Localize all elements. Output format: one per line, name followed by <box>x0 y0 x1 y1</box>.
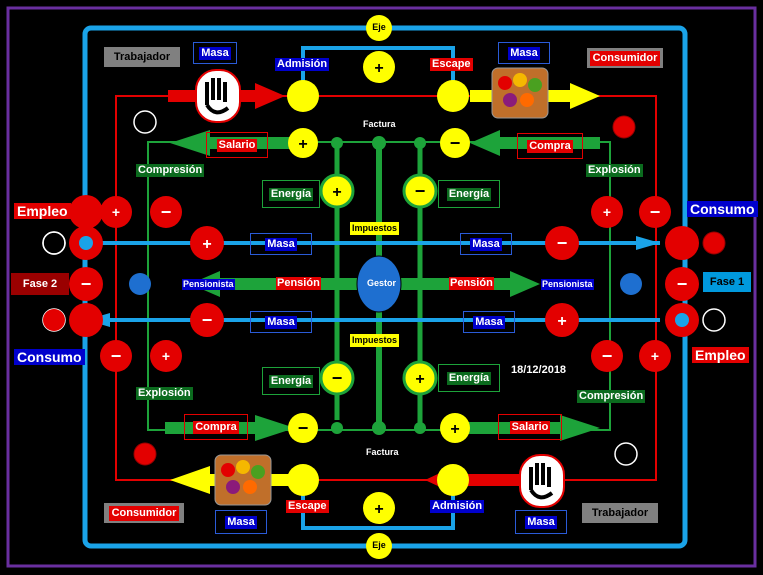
svg-text:−: − <box>677 274 688 294</box>
consumidor-top-right: Consumidor <box>589 50 661 66</box>
energia-bottom-right-label: Energía <box>446 371 492 385</box>
masa-bottom-right: Masa <box>525 515 557 529</box>
svg-text:+: + <box>557 313 566 330</box>
svg-text:−: − <box>450 133 461 153</box>
outer-frame <box>6 6 757 568</box>
svg-text:−: − <box>81 274 92 294</box>
svg-text:−: − <box>332 368 343 388</box>
factura-bottom-label: Factura <box>366 447 399 457</box>
svg-text:−: − <box>650 202 661 222</box>
date-label: 18/12/2018 <box>511 364 567 376</box>
masa-mid-left-bottom: Masa <box>265 315 297 329</box>
pension-right-label: Pensión <box>449 277 494 290</box>
svg-text:+: + <box>603 204 611 220</box>
compra-top-label: Compra <box>527 139 573 153</box>
energia-top-left-label: Energía <box>268 187 314 201</box>
svg-text:+: + <box>332 184 341 201</box>
svg-text:−: − <box>111 346 122 366</box>
pensionista-right-label: Pensionista <box>541 279 594 290</box>
pensionista-left-label: Pensionista <box>182 279 235 290</box>
compresion-top-left-label: Compresión <box>136 164 205 177</box>
pension-left-label: Pensión <box>276 277 321 290</box>
energia-top-right-label: Energía <box>446 187 492 201</box>
escape-top-label: Escape <box>430 58 473 71</box>
svg-text:+: + <box>450 421 459 438</box>
compresion-bottom-right-label: Compresión <box>577 390 646 403</box>
svg-text:+: + <box>374 501 383 518</box>
masa-mid-right-top: Masa <box>470 237 502 251</box>
eje-bottom-label: Eje <box>368 539 390 552</box>
svg-text:+: + <box>298 136 307 153</box>
consumo-left-label: Consumo <box>14 349 85 365</box>
fase1-label: Fase 1 <box>703 272 751 292</box>
svg-text:−: − <box>161 202 172 222</box>
masa-top-right: Masa <box>508 46 540 60</box>
admision-top-label: Admisión <box>275 58 330 71</box>
masa-mid-left-top: Masa <box>265 237 297 251</box>
empleo-left-label: Empleo <box>14 203 71 219</box>
trabajador-top-left: Trabajador <box>104 47 180 67</box>
masa-bottom-left: Masa <box>225 515 257 529</box>
gestor-label: Gestor <box>367 278 397 288</box>
svg-text:−: − <box>298 418 309 438</box>
svg-text:+: + <box>162 348 170 364</box>
factura-top-label: Factura <box>363 119 396 129</box>
salario-bottom-label: Salario <box>509 420 551 434</box>
svg-text:+: + <box>415 371 424 388</box>
salario-top-label: Salario <box>216 138 258 152</box>
svg-text:−: − <box>557 233 568 253</box>
svg-text:+: + <box>651 348 659 364</box>
compra-bottom-label: Compra <box>193 420 239 434</box>
empleo-right-label: Empleo <box>692 347 749 363</box>
masa-mid-right-bottom: Masa <box>473 315 505 329</box>
admision-bottom-label: Admisión <box>430 500 485 513</box>
impuestos-bottom-label: Impuestos <box>350 334 400 347</box>
svg-text:−: − <box>602 346 613 366</box>
explosion-top-right-label: Explosión <box>586 164 643 177</box>
escape-bottom-label: Escape <box>286 500 329 513</box>
consumo-right-label: Consumo <box>687 201 758 217</box>
eje-top-label: Eje <box>368 21 390 34</box>
masa-top-left: Masa <box>199 46 231 60</box>
svg-text:−: − <box>415 181 426 201</box>
fase2-label: Fase 2 <box>11 273 69 295</box>
svg-text:+: + <box>374 60 383 77</box>
trabajador-bottom-right: Trabajador <box>582 503 658 523</box>
consumidor-bottom-left: Consumidor <box>108 505 180 521</box>
energia-bottom-left-label: Energía <box>268 374 314 388</box>
svg-text:+: + <box>202 236 211 253</box>
impuestos-top-label: Impuestos <box>350 222 400 235</box>
svg-text:+: + <box>112 204 120 220</box>
gestor-node <box>356 255 402 313</box>
svg-text:−: − <box>202 310 213 330</box>
explosion-bottom-left-label: Explosión <box>136 387 193 400</box>
